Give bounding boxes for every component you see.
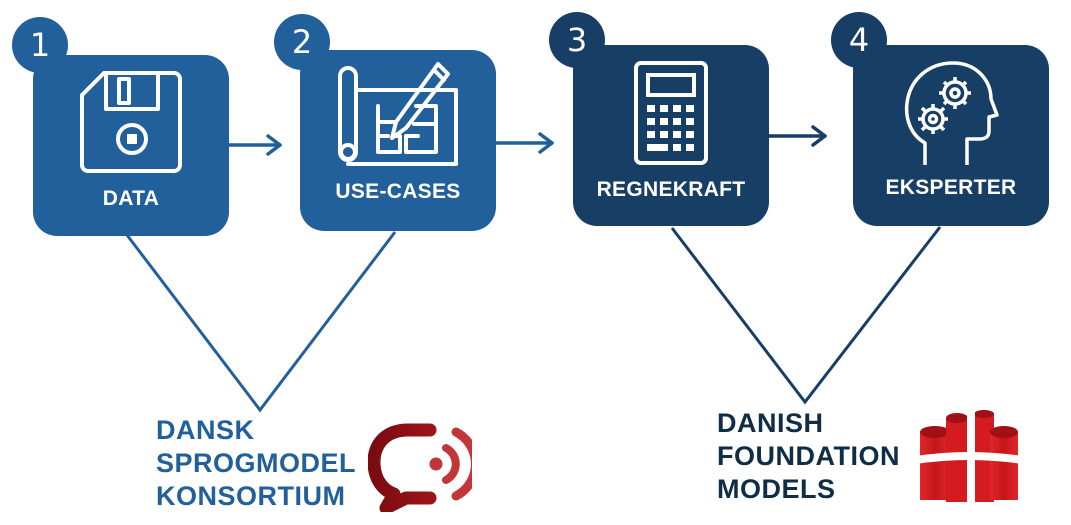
step-card-use-cases: USE-CASES <box>300 50 496 231</box>
group-title-line: MODELS <box>717 474 836 504</box>
group-2-v-line <box>670 226 942 405</box>
arrow-2-to-3 <box>493 132 554 154</box>
head-gears-icon <box>901 57 1001 169</box>
arrow-1-to-2 <box>226 134 282 156</box>
group-title-line: KONSORTIUM <box>156 481 346 511</box>
floppy-disk-icon <box>76 69 186 179</box>
group-title-line: FOUNDATION <box>717 441 900 471</box>
step-card-regnekraft: REGNEKRAFT <box>573 45 769 226</box>
calculator-icon <box>633 60 709 166</box>
group-title-danish-foundation-models: DANISH FOUNDATION MODELS <box>717 407 900 506</box>
step-number-badge: 2 <box>274 14 330 70</box>
step-label: USE-CASES <box>335 180 461 203</box>
step-card-eksperter: EKSPERTER <box>853 45 1049 226</box>
step-label: DATA <box>102 187 160 210</box>
step-label: REGNEKRAFT <box>596 178 746 201</box>
arrow-3-to-4 <box>766 125 827 147</box>
step-label: EKSPERTER <box>885 176 1017 199</box>
group-1-v-line <box>125 231 397 413</box>
blueprint-pencil-icon <box>338 62 458 172</box>
step-number-badge: 4 <box>831 12 887 68</box>
step-number-badge: 3 <box>549 12 605 68</box>
group-title-line: DANISH <box>717 408 824 438</box>
group-title-line: DANSK <box>156 415 255 445</box>
group-title-dansk-sprogmodel-konsortium: DANSK SPROGMODEL KONSORTIUM <box>156 414 356 513</box>
danish-flag-cylinders-logo <box>916 408 1022 506</box>
step-number-badge: 1 <box>12 17 68 73</box>
group-title-line: SPROGMODEL <box>156 448 357 478</box>
chat-bubble-signal-logo <box>367 420 480 515</box>
step-card-data: DATA <box>33 55 229 236</box>
